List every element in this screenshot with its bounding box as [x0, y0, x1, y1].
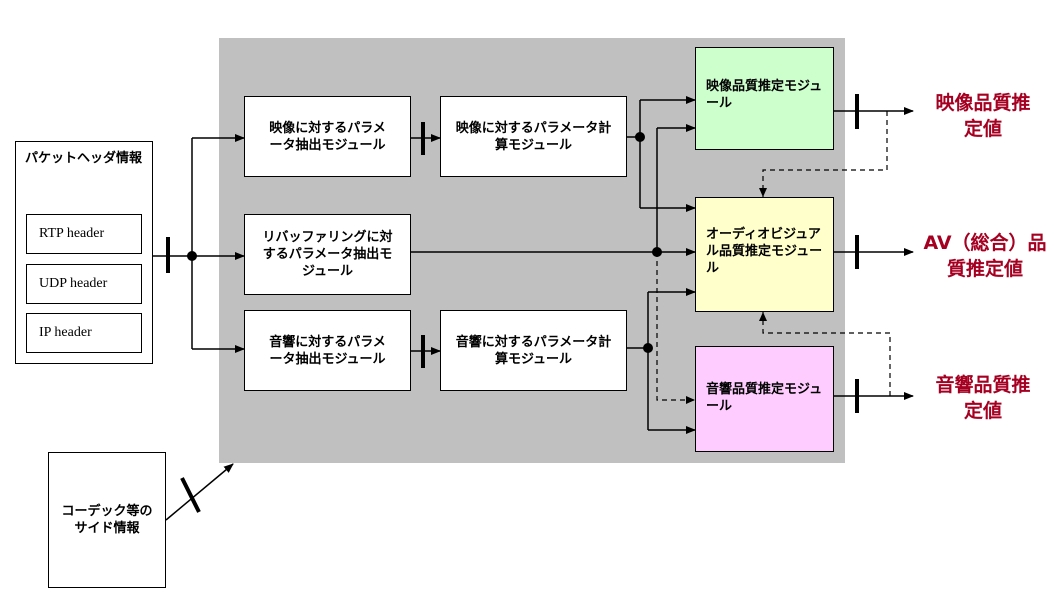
- udp-header-box: UDP header: [26, 264, 142, 304]
- dashed-audio-to-av: [762, 312, 891, 396]
- ip-header-box: IP header: [26, 313, 142, 353]
- packet-header-title: パケットヘッダ情報: [25, 151, 143, 166]
- junction-dot: [187, 251, 197, 261]
- av-quality-output: AV（総合）品質推定値: [923, 232, 1047, 280]
- junction-dot: [635, 132, 645, 142]
- dashed-rebuffer-to-audio-quality: [656, 252, 695, 401]
- video-quality-output: 映像品質推定値: [935, 92, 1031, 140]
- audio-quality-output: 音響品質推定値: [935, 374, 1031, 422]
- video-param-calc-module: 映像に対するパラメータ計算モジュール: [440, 96, 627, 177]
- junction-dot: [643, 343, 653, 353]
- av-quality-module: オーディオビジュアル品質推定モジュール: [695, 197, 834, 312]
- audio-param-extract-module: 音響に対するパラメータ抽出モジュール: [244, 310, 411, 391]
- rtp-header-box: RTP header: [26, 214, 142, 254]
- arrow-codec-info: [165, 463, 234, 521]
- junction-dot: [652, 247, 662, 257]
- codec-side-info-box: コーデック等のサイド情報: [48, 452, 166, 588]
- dashed-video-to-av: [762, 111, 888, 197]
- rebuffer-param-extract-module: リバッファリングに対するパラメータ抽出モジュール: [244, 214, 411, 295]
- audio-quality-module: 音響品質推定モジュール: [695, 346, 834, 452]
- audio-param-calc-module: 音響に対するパラメータ計算モジュール: [440, 310, 627, 391]
- video-quality-module: 映像品質推定モジュール: [695, 47, 834, 150]
